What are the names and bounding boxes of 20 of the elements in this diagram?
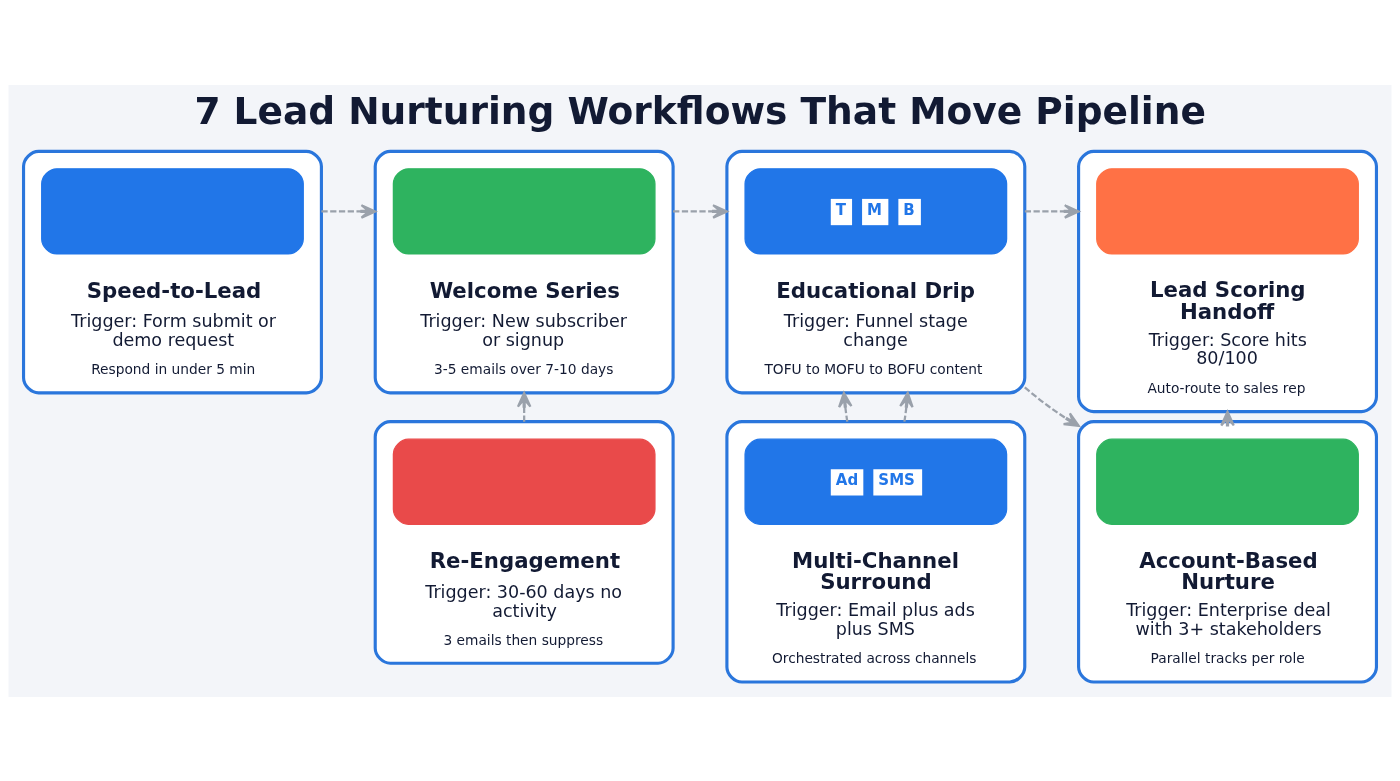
cluster: Speed-to-Lead Trigger: Form submit or demo request Respond in under 5 min	[22, 149, 323, 394]
arrow	[321, 203, 377, 219]
arrow	[673, 203, 729, 219]
node-box	[1096, 167, 1359, 255]
arrow	[516, 391, 532, 422]
node-box: T M B	[744, 167, 1008, 255]
arrow	[1024, 203, 1080, 219]
arrow	[899, 391, 914, 422]
cluster: Lead Scoring Handoff Trigger: Score hits 80/100 Auto-route to sales rep	[1077, 149, 1378, 413]
node-box	[1096, 438, 1359, 525]
arrow	[838, 391, 853, 422]
cluster: Re-Engagement Trigger: 30-60 days no activity 3 emails then suppress	[373, 419, 675, 665]
node-box	[392, 167, 656, 255]
diagram-title: 7 Lead Nurturing Workflows That Move Pipeline	[194, 88, 1206, 133]
cluster: Welcome Series Trigger: New subscriber or signup 3-5 emails over 7-10 days	[373, 149, 675, 394]
node-box	[392, 438, 656, 525]
node-box	[41, 167, 304, 255]
node-box: Ad SMS	[744, 438, 1008, 525]
cluster: Account-Based Nurture Trigger: Enterprise deal with 3+ stakeholders Parallel tracks per role	[1077, 419, 1378, 684]
arrow	[1024, 386, 1080, 427]
